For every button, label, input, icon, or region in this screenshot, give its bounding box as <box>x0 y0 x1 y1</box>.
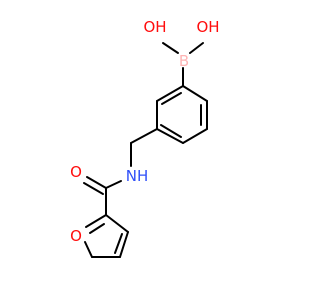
bond-b-oh-right <box>189 42 204 54</box>
bond-ring-6 <box>156 85 184 102</box>
bond-ring-3 <box>182 128 208 144</box>
bond-c-o-2 <box>83 182 104 195</box>
bond-ring-4-inner <box>160 124 182 138</box>
bond-furan-o-c2-inner <box>89 223 105 234</box>
bond-furan-c2-c3 <box>105 214 129 233</box>
molecule-structure: OH OH B NH O O <box>70 18 220 258</box>
furan-oxygen-label: O <box>70 227 82 245</box>
boron-label: B <box>179 52 189 70</box>
carbonyl-oxygen-label: O <box>70 163 82 181</box>
bonds <box>83 42 208 258</box>
atom-labels: OH OH B NH O O <box>70 18 219 245</box>
bond-n-c <box>105 180 122 189</box>
bond-c-o-1 <box>86 176 107 189</box>
bond-ring-6-inner <box>161 92 182 105</box>
bond-furan-o-c2 <box>85 214 107 228</box>
bond-ring-ch2 <box>130 128 158 144</box>
bond-furan-c5-o <box>84 241 93 258</box>
amine-label: NH <box>126 167 149 185</box>
bond-ring-4 <box>156 128 184 144</box>
hydroxyl-label-right: OH <box>196 18 219 36</box>
hydroxyl-label-left: OH <box>143 18 166 36</box>
bond-furan-c3-c4 <box>119 231 129 258</box>
bond-ring-1 <box>182 85 208 102</box>
bond-b-oh-left <box>162 42 179 54</box>
bond-furan-c3-c4-inner <box>114 233 123 254</box>
